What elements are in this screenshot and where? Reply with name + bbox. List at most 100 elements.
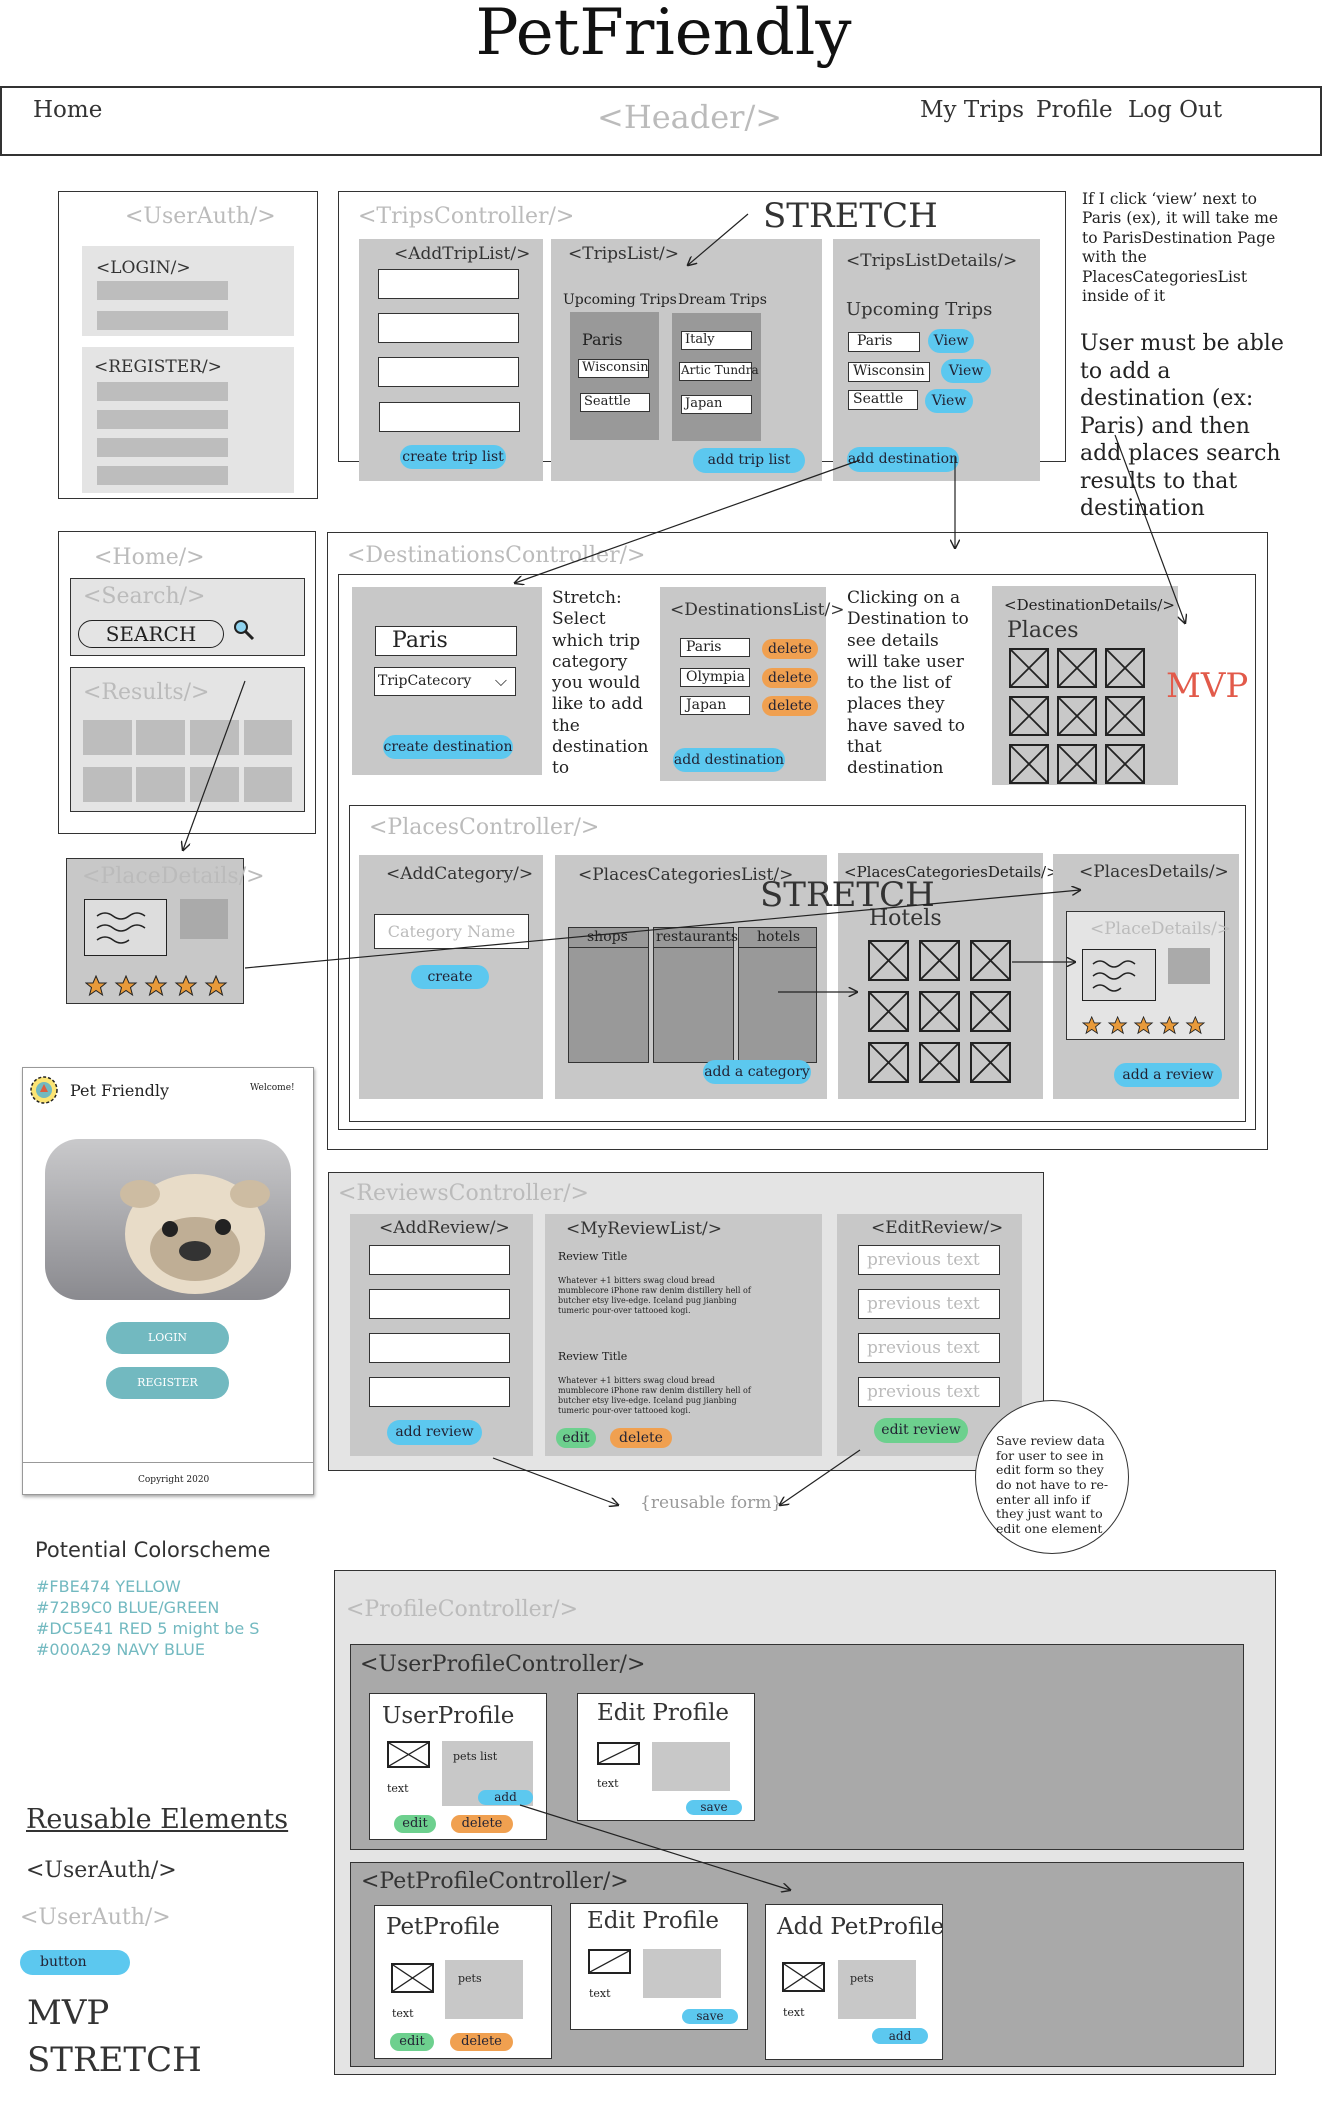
category-column[interactable]: restaurants — [653, 927, 738, 1063]
place-image-placeholder[interactable] — [1057, 696, 1097, 736]
place-image-placeholder[interactable] — [1057, 744, 1097, 784]
nav-profile[interactable]: Profile — [1036, 97, 1113, 123]
save-pet-button[interactable]: save — [682, 2009, 738, 2024]
trip-input[interactable] — [379, 402, 520, 432]
reusable-button[interactable]: button — [20, 1950, 130, 1975]
place-image-placeholder[interactable] — [970, 991, 1011, 1032]
add-destination-button[interactable]: add destination — [847, 447, 959, 472]
search-icon[interactable] — [232, 618, 256, 642]
add-pet-button[interactable]: add — [478, 1790, 533, 1805]
place-image-placeholder[interactable] — [1009, 744, 1049, 784]
delete-button[interactable]: delete — [762, 696, 818, 716]
destination-item[interactable]: Olympia — [680, 668, 750, 687]
delete-button[interactable]: delete — [762, 639, 818, 659]
upcoming-item[interactable]: Seattle — [580, 393, 650, 412]
rating-stars-icon[interactable] — [84, 974, 235, 997]
trip-input[interactable] — [378, 269, 519, 299]
edit-review-submit-button[interactable]: edit review — [874, 1418, 968, 1443]
result-tile[interactable] — [136, 767, 185, 802]
category-column[interactable]: hotels — [738, 927, 817, 1063]
add-destination-button[interactable]: add destination — [673, 748, 785, 772]
details-item[interactable]: Paris — [848, 332, 920, 352]
delete-profile-button[interactable]: delete — [451, 1815, 513, 1833]
search-button[interactable]: SEARCH — [78, 620, 224, 648]
result-tile[interactable] — [244, 720, 292, 755]
add-trip-list-button[interactable]: add trip list — [693, 448, 805, 473]
trip-input[interactable] — [378, 313, 519, 343]
place-image-placeholder[interactable] — [1105, 696, 1145, 736]
register-field[interactable] — [97, 382, 228, 401]
create-destination-button[interactable]: create destination — [383, 735, 513, 759]
delete-pet-button[interactable]: delete — [450, 2033, 513, 2051]
mobile-login-button[interactable]: LOGIN — [106, 1322, 229, 1354]
edit-review-link[interactable]: edit — [556, 1428, 596, 1448]
dream-item[interactable]: Italy — [681, 331, 752, 350]
place-image-placeholder[interactable] — [1057, 648, 1097, 688]
result-tile[interactable] — [83, 767, 132, 802]
dream-item[interactable]: Artic Tundra — [679, 362, 759, 381]
place-image-placeholder[interactable] — [1105, 744, 1145, 784]
rating-stars-icon[interactable] — [1081, 1015, 1212, 1035]
trip-input[interactable] — [378, 357, 519, 387]
previous-text-input[interactable]: previous text — [858, 1245, 1000, 1275]
edit-pet-button[interactable]: edit — [390, 2033, 434, 2051]
nav-my-trips[interactable]: My Trips — [920, 97, 1025, 123]
place-image-placeholder[interactable] — [868, 991, 909, 1032]
previous-text-input[interactable]: previous text — [858, 1377, 1000, 1407]
place-image-placeholder[interactable] — [919, 1042, 960, 1083]
view-button[interactable]: View — [925, 389, 973, 413]
nav-logout[interactable]: Log Out — [1128, 97, 1223, 123]
dream-item[interactable]: Japan — [681, 395, 752, 414]
delete-review-button[interactable]: delete — [610, 1428, 672, 1448]
result-tile[interactable] — [136, 720, 185, 755]
register-field[interactable] — [97, 410, 228, 429]
view-button[interactable]: View — [941, 359, 991, 383]
details-item[interactable]: Seattle — [848, 390, 918, 410]
nav-home[interactable]: Home — [33, 97, 103, 123]
destination-item[interactable]: Japan — [680, 696, 750, 715]
reusable-tag-light: <UserAuth/> — [20, 1905, 171, 1930]
upcoming-item[interactable]: Wisconsin — [578, 359, 649, 378]
result-tile[interactable] — [190, 767, 239, 802]
result-tile[interactable] — [244, 767, 292, 802]
review-input[interactable] — [369, 1333, 510, 1363]
edit-profile-button[interactable]: edit — [394, 1815, 436, 1833]
place-image-placeholder[interactable] — [970, 1042, 1011, 1083]
review-input[interactable] — [369, 1245, 510, 1275]
place-image-placeholder[interactable] — [919, 940, 960, 981]
view-button[interactable]: View — [928, 329, 974, 353]
pug-photo — [45, 1139, 291, 1300]
create-category-button[interactable]: create — [411, 965, 489, 989]
details-item[interactable]: Wisconsin — [848, 362, 930, 382]
place-image-placeholder[interactable] — [970, 940, 1011, 981]
previous-text-input[interactable]: previous text — [858, 1333, 1000, 1363]
add-pet-submit-button[interactable]: add — [872, 2028, 928, 2044]
mobile-register-button[interactable]: REGISTER — [106, 1367, 229, 1399]
delete-button[interactable]: delete — [762, 668, 818, 688]
review-input[interactable] — [369, 1289, 510, 1319]
result-tile[interactable] — [190, 720, 239, 755]
place-image-placeholder[interactable] — [1105, 648, 1145, 688]
category-column[interactable]: shops — [568, 927, 649, 1063]
register-field[interactable] — [97, 438, 228, 457]
place-image-placeholder[interactable] — [1009, 696, 1049, 736]
place-image-placeholder[interactable] — [868, 1042, 909, 1083]
place-image-placeholder[interactable] — [919, 991, 960, 1032]
review-input[interactable] — [369, 1377, 510, 1407]
city-input[interactable]: Paris — [375, 626, 517, 656]
place-image-placeholder[interactable] — [868, 940, 909, 981]
save-profile-button[interactable]: save — [686, 1800, 742, 1815]
register-field[interactable] — [97, 466, 228, 485]
result-tile[interactable] — [83, 720, 132, 755]
add-category-button[interactable]: add a category — [703, 1060, 811, 1084]
place-image-placeholder[interactable] — [1009, 648, 1049, 688]
create-trip-list-button[interactable]: create trip list — [400, 445, 506, 469]
login-field[interactable] — [97, 281, 228, 300]
add-review-button[interactable]: add a review — [1114, 1063, 1222, 1087]
category-select[interactable]: TripCatecory⌵ — [374, 667, 516, 696]
previous-text-input[interactable]: previous text — [858, 1289, 1000, 1319]
login-field[interactable] — [97, 311, 228, 330]
add-review-submit-button[interactable]: add review — [387, 1420, 482, 1445]
destination-item[interactable]: Paris — [680, 638, 750, 657]
category-name-input[interactable]: Category Name — [374, 914, 529, 949]
